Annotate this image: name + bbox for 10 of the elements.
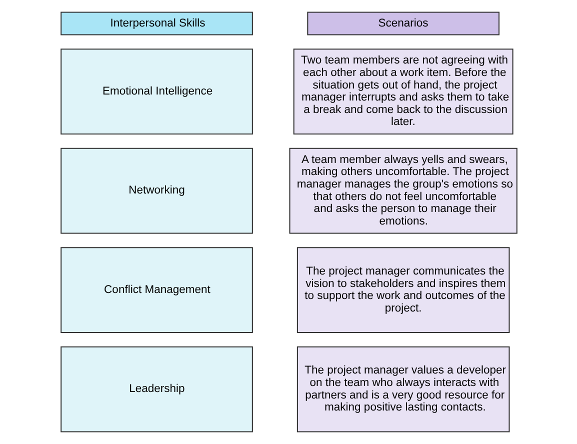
node-box: A team member always yells and swears, making others uncomfortable. The project manager manages the group's emotions so that others do not feel uncomfortable and asks the person to manage their emotions. <box>288 148 517 234</box>
node-box: Leadership <box>60 346 252 432</box>
node-box: Two team members are not agreeing with each other about a work item. Before the situation gets out of hand, the project manager interrupts and asks them to take a break and come back to the discussion later. <box>292 48 513 135</box>
node-box: Emotional Intelligence <box>60 48 252 135</box>
node-box: Networking <box>60 148 252 234</box>
node-box: Scenarios <box>306 12 500 36</box>
node-box: The project manager values a developer on the team who always interacts with partners and is a very good resource for making positive lasting contacts. <box>296 346 510 432</box>
node-box: The project manager communicates the vision to stakeholders and inspires them to support the work and outcomes of the project. <box>296 247 510 334</box>
node-box: Interpersonal Skills <box>60 12 252 36</box>
node-box: Conflict Management <box>60 247 252 334</box>
